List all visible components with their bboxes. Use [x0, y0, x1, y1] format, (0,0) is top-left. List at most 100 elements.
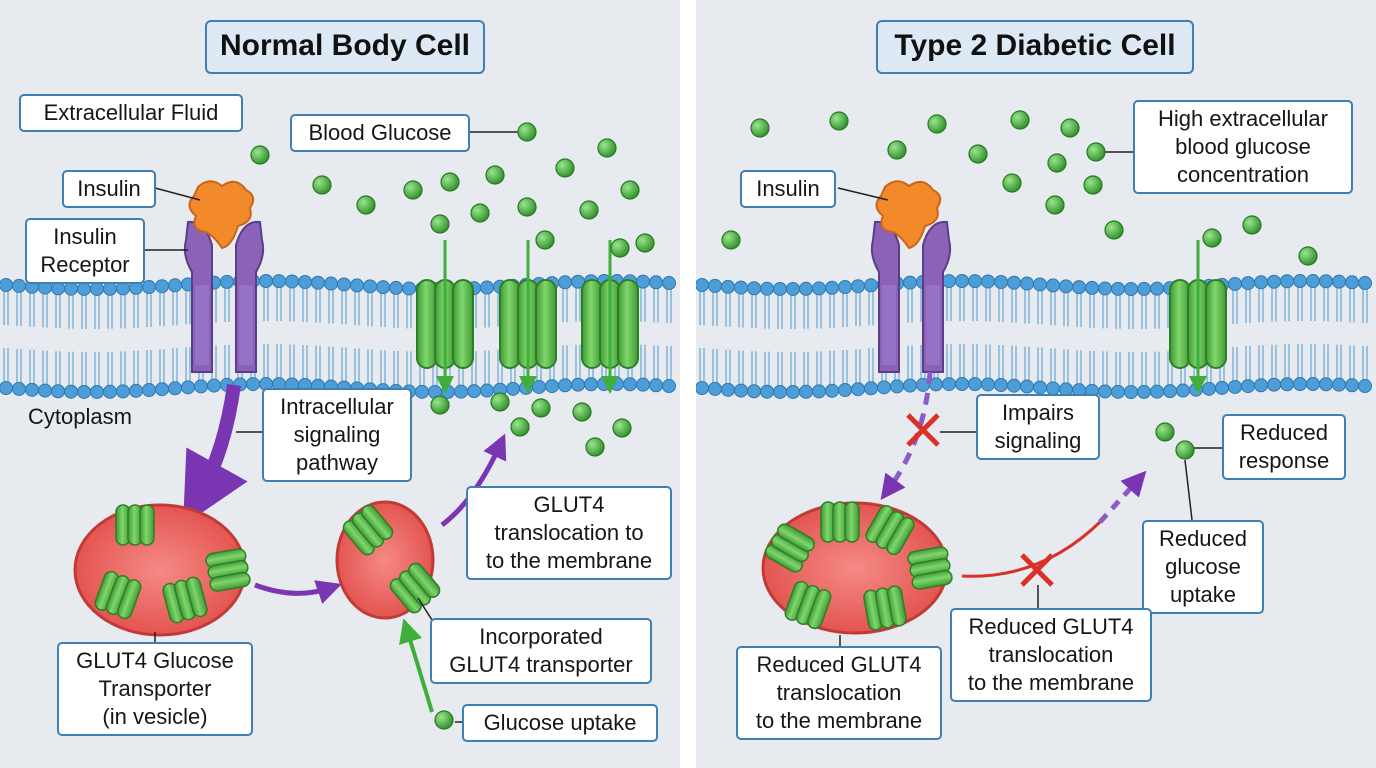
insulin-receptor-label: Insulin Receptor [25, 218, 145, 284]
glucose-molecule [1060, 118, 1080, 138]
inhibition-x-mark-signaling [906, 413, 940, 447]
glucose-molecule [510, 417, 530, 437]
glucose-molecule [470, 203, 490, 223]
glucose-molecule [1045, 195, 1065, 215]
glucose-molecule [356, 195, 376, 215]
glucose-molecule [829, 111, 849, 131]
reduced-response-line-2: response [1238, 448, 1330, 473]
impairs-line-2: signaling [994, 428, 1082, 453]
glucose-molecule [1002, 173, 1022, 193]
reduced-translocation-a-line-2: translocation [776, 680, 902, 705]
glut4-transporter [499, 240, 557, 394]
glucose-molecule [635, 233, 655, 253]
glucose-molecule [430, 395, 450, 415]
insulin-receptor-line-2: Receptor [40, 252, 130, 277]
left-panel-title: Normal Body Cell [205, 20, 485, 74]
glucose-molecule [430, 214, 450, 234]
reduced-translocation-b-line-3: to the membrane [967, 670, 1135, 695]
insulin-molecule-left [188, 180, 255, 250]
translocation-line-3: to the membrane [485, 548, 653, 573]
reduced-response-line-1: Reduced [1239, 420, 1329, 445]
glucose-molecule [1298, 246, 1318, 266]
reduced-response-label: Reduced response [1222, 414, 1346, 480]
right-panel-title: Type 2 Diabetic Cell [876, 20, 1194, 74]
glucose-molecule [750, 118, 770, 138]
insulin-label-left: Insulin [62, 170, 156, 208]
membrane-glut4-transporter-right [1169, 240, 1227, 394]
glucose-molecule [403, 180, 423, 200]
signaling-line-1: Intracellular [280, 394, 394, 419]
vesicle-transporters-right [764, 501, 953, 631]
vesicle-glut4 [94, 570, 142, 620]
reduced-translocation-b-line-2: translocation [988, 642, 1114, 667]
glucose-uptake-label: Glucose uptake [462, 704, 658, 742]
glucose-molecule [312, 175, 332, 195]
high-glucose-line-1: High extracellular [1158, 106, 1328, 131]
insulin-molecule-right [875, 180, 942, 250]
glucose-molecule [555, 158, 575, 178]
glucose-molecule [490, 392, 510, 412]
vesicle-glut4 [162, 576, 208, 624]
translocation-line-1: GLUT4 [533, 492, 605, 517]
reduced-uptake-line-2: glucose [1165, 554, 1241, 579]
incorporated-line-2: GLUT4 transporter [449, 652, 633, 677]
glucose-molecule [440, 172, 460, 192]
reduced-translocation-label-a: Reduced GLUT4 translocation to the membr… [736, 646, 942, 740]
reduced-translocation-a-line-1: Reduced GLUT4 [756, 652, 922, 677]
vesicle-transporters-left [94, 504, 441, 624]
glut4-vesicle-line-1: GLUT4 Glucose [76, 648, 234, 673]
glucose-molecule [531, 398, 551, 418]
panel-divider [680, 0, 696, 768]
reduced-translocation-label-b: Reduced GLUT4 translocation to the membr… [950, 608, 1152, 702]
glut4-transporter [1169, 240, 1227, 394]
reduced-translocation-arrow [961, 520, 1102, 578]
glucose-molecule [1047, 153, 1067, 173]
glucose-molecule [1202, 228, 1222, 248]
translocation-line-2: translocation to [494, 520, 644, 545]
impairs-line-1: Impairs [1001, 400, 1075, 425]
glucose-molecule [721, 230, 741, 250]
glucose-molecule [1083, 175, 1103, 195]
blood-glucose-label: Blood Glucose [290, 114, 470, 152]
glut4-transporter [581, 240, 639, 394]
glucose-molecule [1010, 110, 1030, 130]
glucose-molecule [250, 145, 270, 165]
incorporated-glut4-label: Incorporated GLUT4 transporter [430, 618, 652, 684]
glucose-molecule [434, 710, 454, 730]
reduced-uptake-line-3: uptake [1169, 582, 1237, 607]
vesicle-glut4 [863, 585, 907, 631]
incorporated-line-1: Incorporated [479, 624, 603, 649]
glut4-translocation-label: GLUT4 translocation to to the membrane [466, 486, 672, 580]
signaling-line-2: signaling [293, 422, 381, 447]
incorporated-leader [417, 597, 433, 621]
glucose-molecule [610, 238, 630, 258]
vesicle-glut4 [342, 504, 394, 556]
glucose-molecule [968, 144, 988, 164]
glucose-molecule [1086, 142, 1106, 162]
glucose-molecule [612, 418, 632, 438]
glucose-molecule [535, 230, 555, 250]
glut4-vesicle-line-2: Transporter [98, 676, 212, 701]
glut4-vesicle-line-3: (in vesicle) [102, 704, 208, 729]
glucose-molecule [517, 197, 537, 217]
inhibition-x-mark-translocation [1020, 553, 1054, 587]
reduced-translocation-b-line-1: Reduced GLUT4 [968, 614, 1134, 639]
glucose-molecules-left [250, 122, 655, 730]
glucose-molecule [927, 114, 947, 134]
high-glucose-line-2: blood glucose [1175, 134, 1311, 159]
glucose-molecule [1104, 220, 1124, 240]
signaling-arrow [183, 384, 248, 526]
reduced-translocation-dashed-arrow [1098, 470, 1147, 524]
reduced-uptake-leader [1184, 459, 1193, 521]
vesicle-transfer-arrow [254, 580, 342, 604]
glucose-molecule [485, 165, 505, 185]
high-glucose-line-3: concentration [1176, 162, 1310, 187]
glut4-vesicle-label: GLUT4 Glucose Transporter (in vesicle) [57, 642, 253, 736]
vesicle-glut4 [764, 523, 816, 573]
glucose-molecule [517, 122, 537, 142]
glucose-molecule [1242, 215, 1262, 235]
signaling-line-3: pathway [296, 450, 378, 475]
vesicle-glut4 [820, 501, 860, 543]
glucose-molecule [1175, 440, 1195, 460]
